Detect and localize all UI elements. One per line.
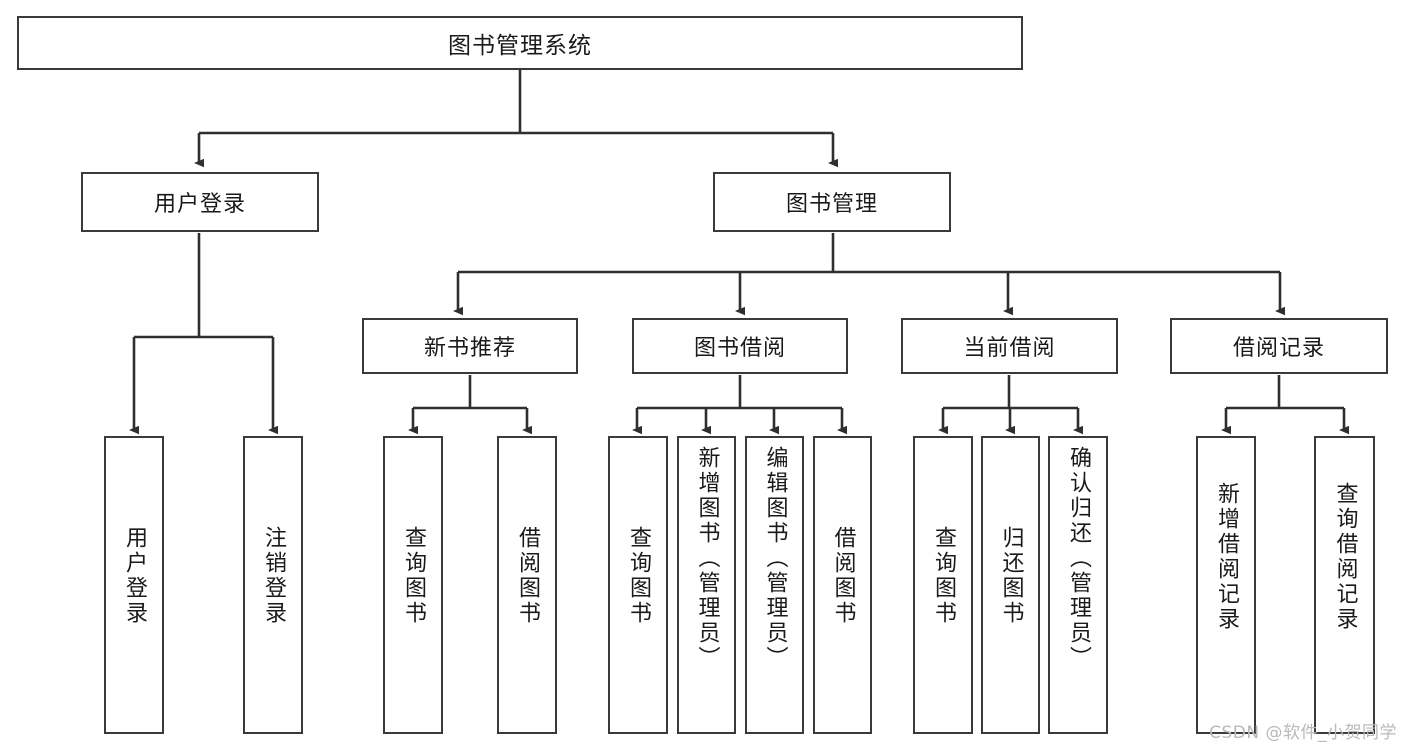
node-label: 当前借阅 (963, 336, 1056, 361)
leaf-record-query-record[interactable]: 查询借阅记录 (1314, 436, 1375, 734)
node-label: 查询图书 (626, 526, 651, 626)
node-label: 查询图书 (931, 526, 956, 626)
node-label: 确认归还（管理员） (1066, 446, 1091, 671)
leaf-recommend-borrow-book[interactable]: 借阅图书 (497, 436, 557, 734)
leaf-borrow-edit-book-admin[interactable]: 编辑图书（管理员） (745, 436, 804, 734)
node-book-management[interactable]: 图书管理 (713, 172, 951, 232)
node-label: 注销登录 (261, 526, 286, 626)
node-label: 新书推荐 (423, 336, 516, 361)
node-label: 查询图书 (401, 526, 426, 626)
node-current-borrow[interactable]: 当前借阅 (901, 318, 1118, 374)
node-label: 借阅记录 (1232, 336, 1325, 361)
leaf-borrow-query-book[interactable]: 查询图书 (608, 436, 668, 734)
node-root-system[interactable]: 图书管理系统 (17, 16, 1023, 70)
node-label: 查询借阅记录 (1332, 482, 1358, 632)
node-new-book-recommend[interactable]: 新书推荐 (362, 318, 578, 374)
leaf-borrow-borrow-book[interactable]: 借阅图书 (813, 436, 872, 734)
leaf-current-query-book[interactable]: 查询图书 (913, 436, 973, 734)
node-label: 编辑图书（管理员） (762, 446, 788, 671)
node-label: 借阅图书 (830, 526, 856, 626)
node-label: 借阅图书 (515, 526, 540, 626)
node-label: 新增借阅记录 (1214, 482, 1239, 632)
node-label: 用户登录 (153, 192, 246, 217)
node-label: 归还图书 (998, 526, 1024, 626)
node-book-borrow[interactable]: 图书借阅 (632, 318, 848, 374)
leaf-borrow-add-book-admin[interactable]: 新增图书（管理员） (677, 436, 736, 734)
node-borrow-record[interactable]: 借阅记录 (1170, 318, 1388, 374)
leaf-recommend-query-book[interactable]: 查询图书 (383, 436, 443, 734)
leaf-user-login-signin[interactable]: 用户登录 (104, 436, 164, 734)
leaf-current-confirm-return-admin[interactable]: 确认归还（管理员） (1048, 436, 1108, 734)
node-label: 新增图书（管理员） (694, 446, 720, 671)
leaf-user-login-signout[interactable]: 注销登录 (243, 436, 303, 734)
leaf-current-return-book[interactable]: 归还图书 (981, 436, 1040, 734)
node-label: 图书借阅 (693, 336, 786, 361)
watermark-text: CSDN @软件_小贺同学 (1209, 723, 1397, 743)
node-user-login[interactable]: 用户登录 (81, 172, 319, 232)
node-label: 图书管理系统 (448, 33, 592, 59)
node-label: 图书管理 (785, 192, 878, 217)
leaf-record-add-record[interactable]: 新增借阅记录 (1196, 436, 1256, 734)
node-label: 用户登录 (122, 526, 147, 626)
